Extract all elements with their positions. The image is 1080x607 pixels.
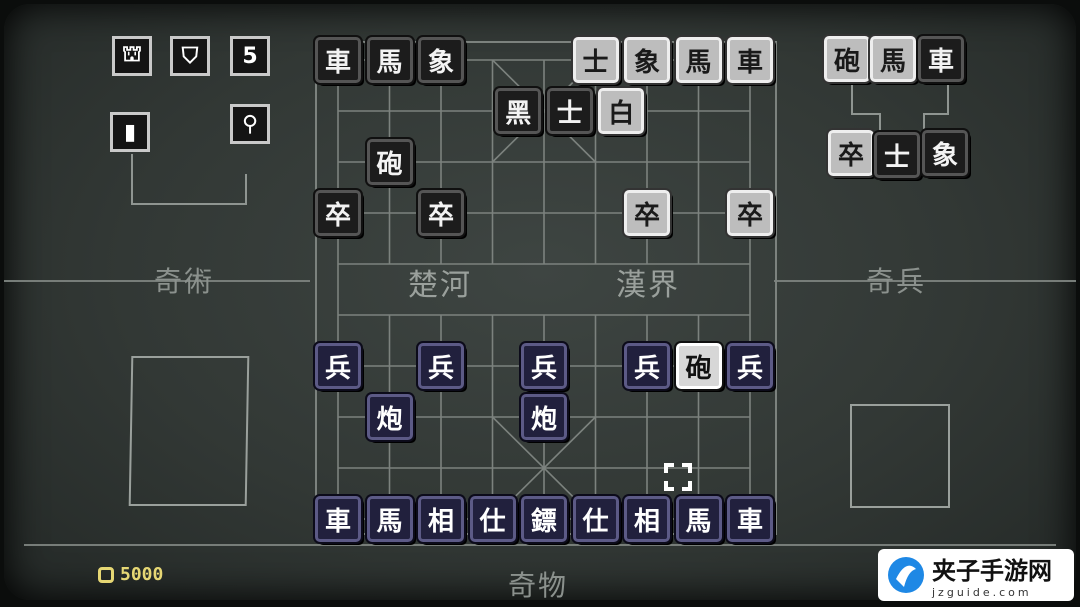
- board-piece[interactable]: 兵: [315, 343, 361, 389]
- board-piece[interactable]: 馬: [675, 496, 722, 542]
- board-piece[interactable]: 卒: [727, 190, 773, 236]
- hud-frame: [131, 154, 247, 205]
- board-piece[interactable]: 車: [315, 496, 361, 542]
- board-piece[interactable]: 士: [572, 37, 619, 83]
- reserve-piece[interactable]: 象: [922, 130, 968, 176]
- reserve-connector: [851, 74, 949, 134]
- troop-slot[interactable]: [850, 404, 950, 508]
- coin-counter: 5000: [98, 564, 163, 585]
- reserve-piece[interactable]: 馬: [870, 36, 916, 82]
- board-piece[interactable]: 象: [624, 37, 670, 83]
- board-piece[interactable]: 白: [598, 88, 645, 134]
- board-piece[interactable]: 黑: [495, 88, 542, 134]
- board-piece[interactable]: 炮: [521, 394, 567, 440]
- board-piece[interactable]: 鏢: [521, 496, 567, 542]
- reserve-piece[interactable]: 卒: [828, 130, 874, 176]
- board-piece[interactable]: 車: [727, 37, 773, 83]
- river-right-label: 漢界: [616, 268, 680, 303]
- chess-board: 楚河 漢界 車馬象士象馬車黑士白砲卒卒卒卒兵兵兵兵砲兵炮炮車馬相仕鏢仕相馬車: [312, 37, 780, 542]
- board-piece[interactable]: 相: [418, 496, 464, 542]
- board-piece[interactable]: 仕: [572, 496, 619, 542]
- board-piece[interactable]: 相: [624, 496, 670, 542]
- key-icon[interactable]: ⚲: [230, 104, 270, 144]
- watermark-logo-icon: [888, 557, 924, 593]
- board-piece[interactable]: 砲: [675, 343, 722, 389]
- board-piece[interactable]: 馬: [675, 37, 722, 83]
- zone-divider-left: [4, 280, 310, 282]
- coin-icon: [98, 566, 114, 583]
- board-piece[interactable]: 仕: [469, 496, 516, 542]
- towers-icon[interactable]: ⛫: [112, 36, 152, 76]
- door-icon[interactable]: ▮: [110, 112, 150, 152]
- board-piece[interactable]: 砲: [366, 139, 413, 185]
- shield-icon[interactable]: ⛉: [170, 36, 210, 76]
- selection-cursor-icon[interactable]: [664, 463, 692, 491]
- watermark-url: jzguide.com: [932, 586, 1032, 599]
- watermark-title: 夹子手游网: [932, 557, 1052, 585]
- zone-divider-right: [774, 280, 1076, 282]
- board-piece[interactable]: 兵: [727, 343, 773, 389]
- board-piece[interactable]: 卒: [315, 190, 361, 236]
- reserve-piece[interactable]: 車: [918, 36, 964, 82]
- counter-icon[interactable]: 5: [230, 36, 270, 76]
- board-piece[interactable]: 兵: [418, 343, 464, 389]
- board-piece[interactable]: 炮: [366, 394, 413, 440]
- bottom-divider: [24, 544, 1056, 546]
- skill-slot[interactable]: [128, 356, 250, 506]
- zone-label-items: 奇物: [508, 569, 569, 600]
- board-piece[interactable]: 馬: [366, 496, 413, 542]
- reserve-piece[interactable]: 士: [874, 132, 920, 178]
- zone-label-troops: 奇兵: [866, 265, 927, 298]
- watermark: 夹子手游网 jzguide.com: [878, 549, 1074, 601]
- board-piece[interactable]: 車: [315, 37, 361, 83]
- reserve-piece[interactable]: 砲: [824, 36, 870, 82]
- board-piece[interactable]: 卒: [624, 190, 670, 236]
- board-piece[interactable]: 象: [418, 37, 464, 83]
- board-piece[interactable]: 士: [546, 88, 593, 134]
- zone-label-skills: 奇術: [154, 265, 215, 298]
- board-piece[interactable]: 卒: [418, 190, 464, 236]
- coin-value: 5000: [120, 564, 164, 585]
- board-piece[interactable]: 兵: [521, 343, 567, 389]
- board-piece[interactable]: 兵: [624, 343, 670, 389]
- board-piece[interactable]: 馬: [366, 37, 413, 83]
- board-piece[interactable]: 車: [727, 496, 773, 542]
- game-screen: 奇術 奇兵 奇物 ⛫⛉5▮⚲ 砲馬車卒士象 楚河 漢界 車馬象士象馬車黑士白砲卒…: [4, 4, 1076, 600]
- river-left-label: 楚河: [408, 268, 472, 303]
